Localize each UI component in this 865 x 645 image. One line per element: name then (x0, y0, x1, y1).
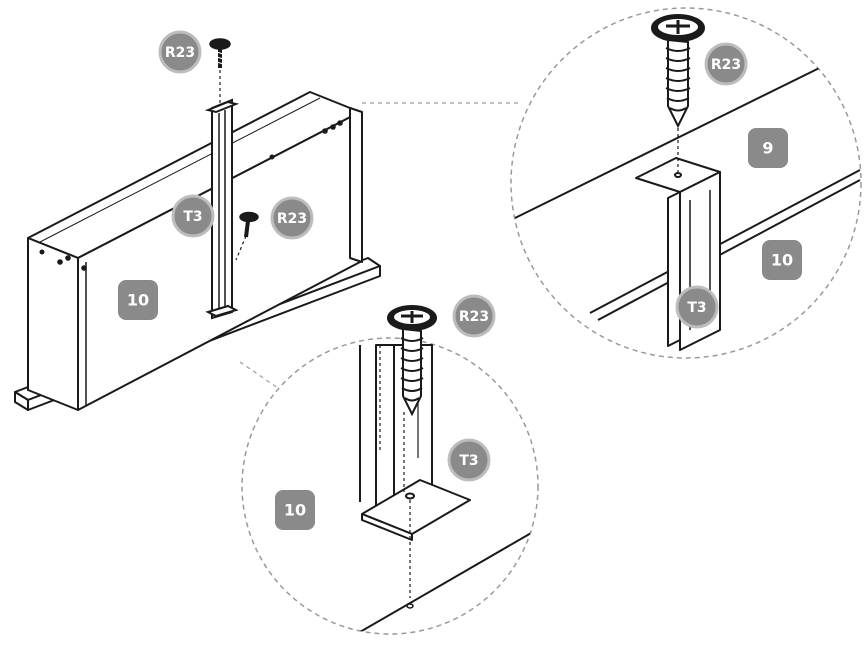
badge-label: 10 (127, 291, 149, 310)
badge-t3-main: T3 (171, 194, 215, 238)
cabinet-assembly (14, 91, 381, 411)
badge-t3-zoom-bottom: T3 (447, 438, 491, 482)
badge-r23-main-mid: R23 (270, 196, 314, 240)
badge-label: R23 (165, 45, 195, 61)
badge-r23-zoom-top: R23 (704, 42, 748, 86)
left-side-panel (27, 237, 79, 411)
right-side-panel (349, 107, 363, 263)
guide-lines-main (219, 70, 247, 261)
badge-label: 9 (762, 139, 773, 158)
screw-icon (387, 305, 437, 417)
zoom-connectors (239, 102, 520, 389)
screw-icon (239, 211, 259, 238)
badge-label: T3 (687, 300, 706, 316)
badge-label: R23 (459, 309, 489, 325)
badge-label: T3 (183, 209, 202, 225)
badge-label: 10 (771, 251, 793, 270)
badge-panel-10-zoom-top: 10 (762, 240, 802, 280)
screw-icon (209, 38, 231, 68)
badge-label: R23 (277, 211, 307, 227)
badge-panel-9-zoom-top: 9 (748, 128, 788, 168)
badge-panel-10-main: 10 (118, 280, 158, 320)
bracket-main (204, 98, 240, 320)
badge-r23-zoom-bottom: R23 (452, 294, 496, 338)
screw-icon (651, 14, 705, 129)
badge-label: T3 (459, 453, 478, 469)
badge-label: R23 (711, 57, 741, 73)
badge-t3-zoom-top: T3 (675, 285, 719, 329)
badge-panel-10-zoom-bottom: 10 (275, 490, 315, 530)
badge-label: 10 (284, 501, 306, 520)
badge-r23-main-top: R23 (158, 30, 202, 74)
